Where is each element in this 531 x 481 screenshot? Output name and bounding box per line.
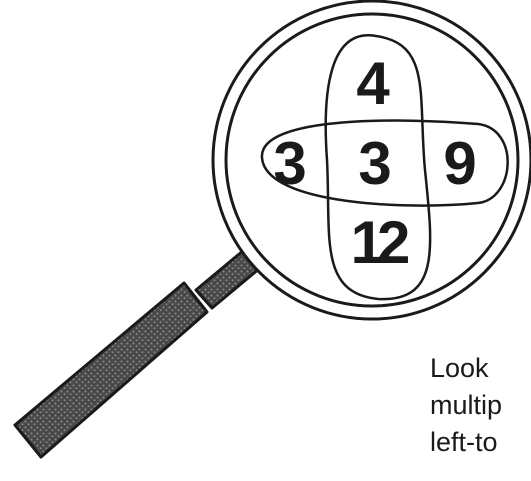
- instruction-line: multip: [430, 387, 502, 424]
- instruction-line: Look: [430, 350, 502, 387]
- instruction-line: left-to: [430, 424, 502, 461]
- number-bottom: 12: [351, 209, 408, 276]
- number-center: 3: [358, 130, 391, 197]
- instruction-text: Look multip left-to: [430, 350, 502, 461]
- number-left: 3: [273, 130, 306, 197]
- handle: [15, 245, 266, 457]
- number-top: 4: [356, 50, 390, 117]
- number-right: 9: [443, 130, 476, 197]
